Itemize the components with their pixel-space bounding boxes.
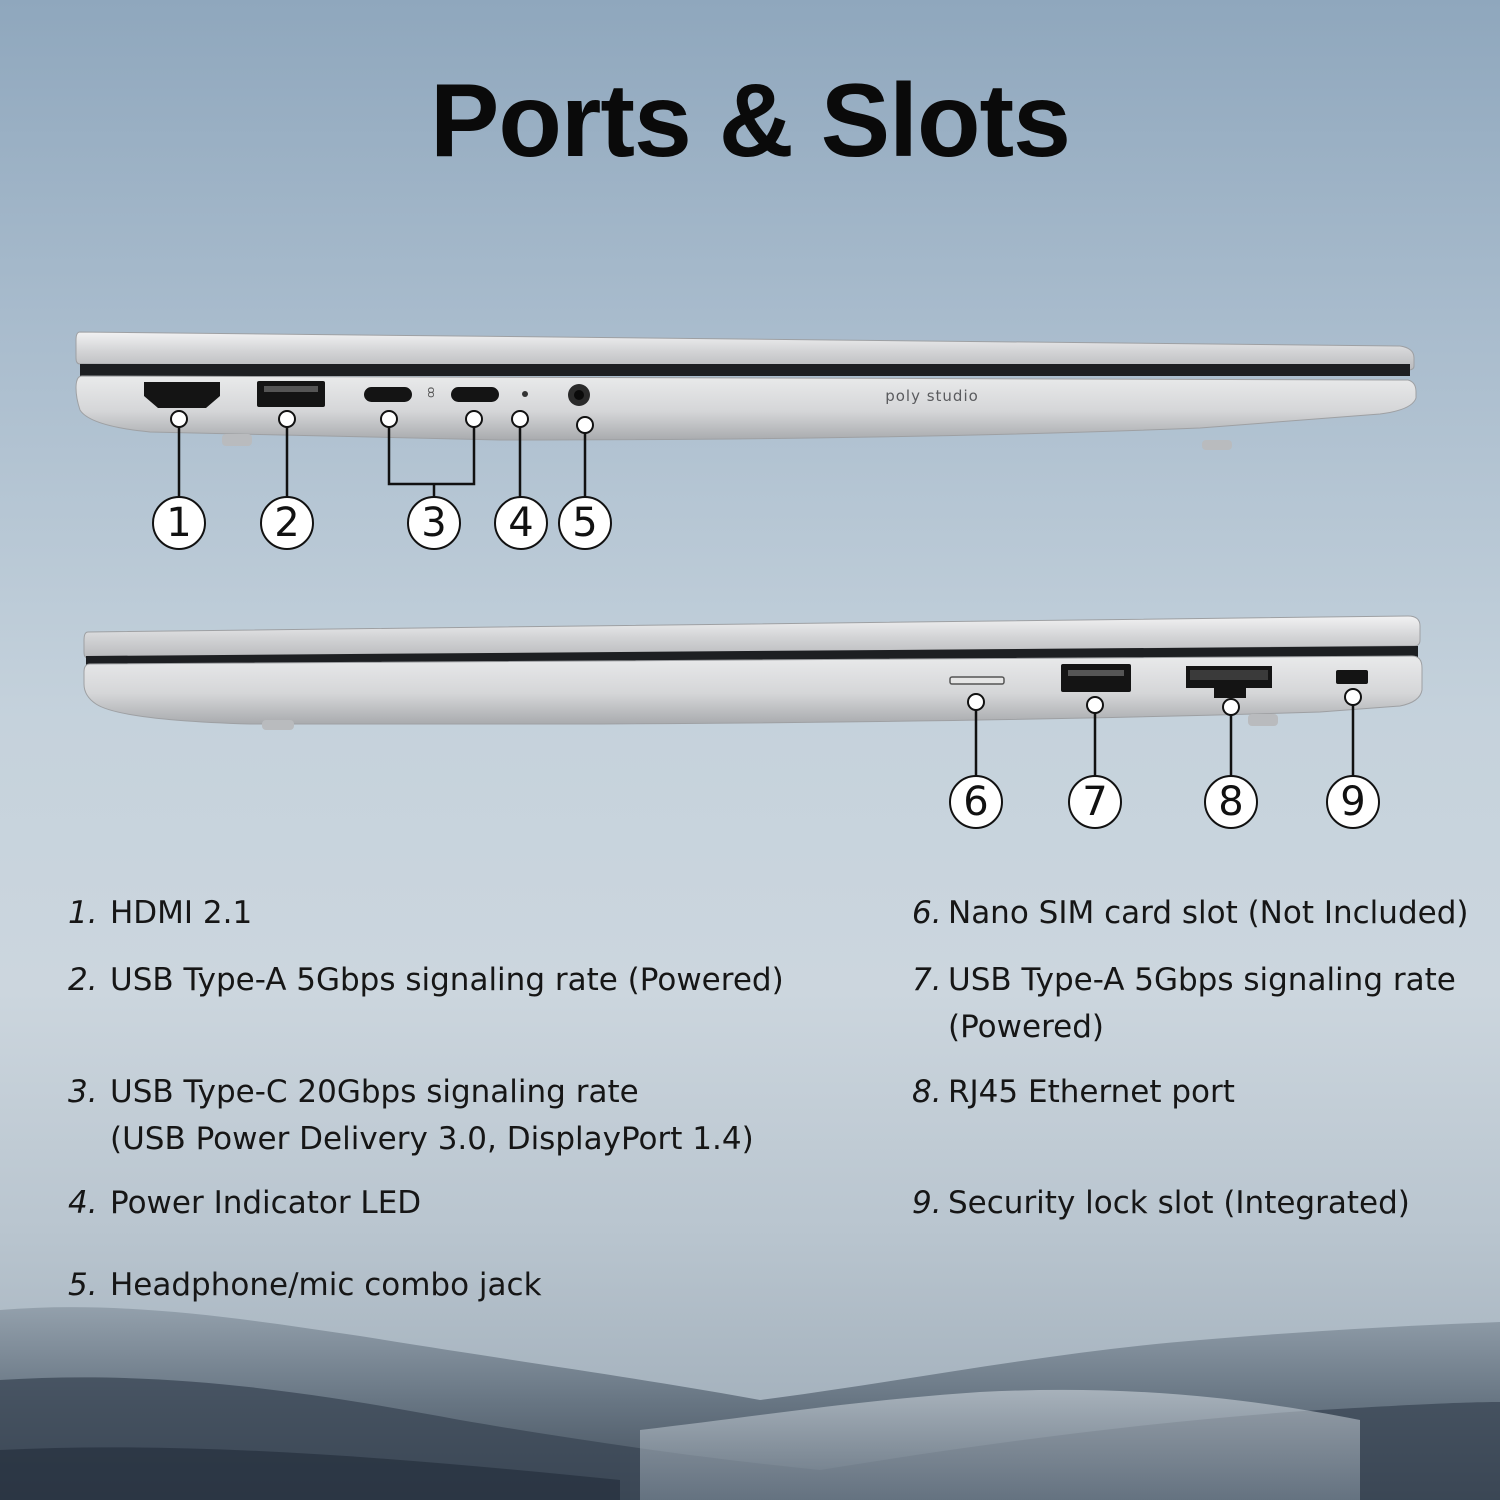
legend-number: 5. bbox=[68, 1267, 98, 1303]
usb-c-port-icon bbox=[364, 387, 412, 402]
callout-badge-3: 3 bbox=[407, 496, 461, 550]
hdmi-port-icon bbox=[144, 382, 220, 408]
page-title: Ports & Slots bbox=[430, 63, 1071, 179]
legend-text: USB Type-A 5Gbps signaling rate (Powered… bbox=[110, 962, 784, 998]
callout-badge-8: 8 bbox=[1204, 775, 1258, 829]
legend-number: 6. bbox=[912, 895, 942, 931]
legend-text-line-2: (Powered) bbox=[948, 1009, 1104, 1045]
legend-number: 7. bbox=[912, 962, 942, 998]
legend-text: USB Type-C 20Gbps signaling rate bbox=[110, 1074, 639, 1110]
legend-text: Headphone/mic combo jack bbox=[110, 1267, 542, 1303]
legend-text: Power Indicator LED bbox=[110, 1185, 422, 1221]
laptop-right-side-view bbox=[83, 615, 1423, 776]
callout-badge-1: 1 bbox=[152, 496, 206, 550]
legend-number: 9. bbox=[912, 1185, 942, 1221]
led-indicator-icon bbox=[522, 391, 528, 397]
legend-text: RJ45 Ethernet port bbox=[948, 1074, 1235, 1110]
legend-number: 2. bbox=[68, 962, 98, 998]
legend-text-line-2: (USB Power Delivery 3.0, DisplayPort 1.4… bbox=[110, 1121, 754, 1157]
usb-a-port-icon-right bbox=[1061, 664, 1131, 692]
callout-badge-9: 9 bbox=[1326, 775, 1380, 829]
legend-text: USB Type-A 5Gbps signaling rate bbox=[948, 962, 1456, 998]
legend-number: 1. bbox=[68, 895, 98, 931]
legend-text: Security lock slot (Integrated) bbox=[948, 1185, 1410, 1221]
callout-badge-4: 4 bbox=[494, 496, 548, 550]
callout-badge-7: 7 bbox=[1068, 775, 1122, 829]
lock-slot-icon bbox=[1336, 670, 1368, 684]
legend-text: HDMI 2.1 bbox=[110, 895, 253, 931]
legend-number: 3. bbox=[68, 1074, 98, 1110]
brand-marking: poly studio bbox=[885, 387, 979, 405]
callout-badge-2: 2 bbox=[260, 496, 314, 550]
usb-a-port-icon bbox=[257, 381, 325, 407]
callout-badge-6: 6 bbox=[949, 775, 1003, 829]
callout-badge-5: 5 bbox=[558, 496, 612, 550]
laptop-left-side-view: ꝏ bbox=[75, 331, 1417, 497]
legend-number: 4. bbox=[68, 1185, 98, 1221]
legend-text: Nano SIM card slot (Not Included) bbox=[948, 895, 1469, 931]
legend-number: 8. bbox=[912, 1074, 942, 1110]
svg-text:ꝏ: ꝏ bbox=[424, 387, 437, 398]
sim-slot-icon bbox=[949, 676, 1005, 685]
